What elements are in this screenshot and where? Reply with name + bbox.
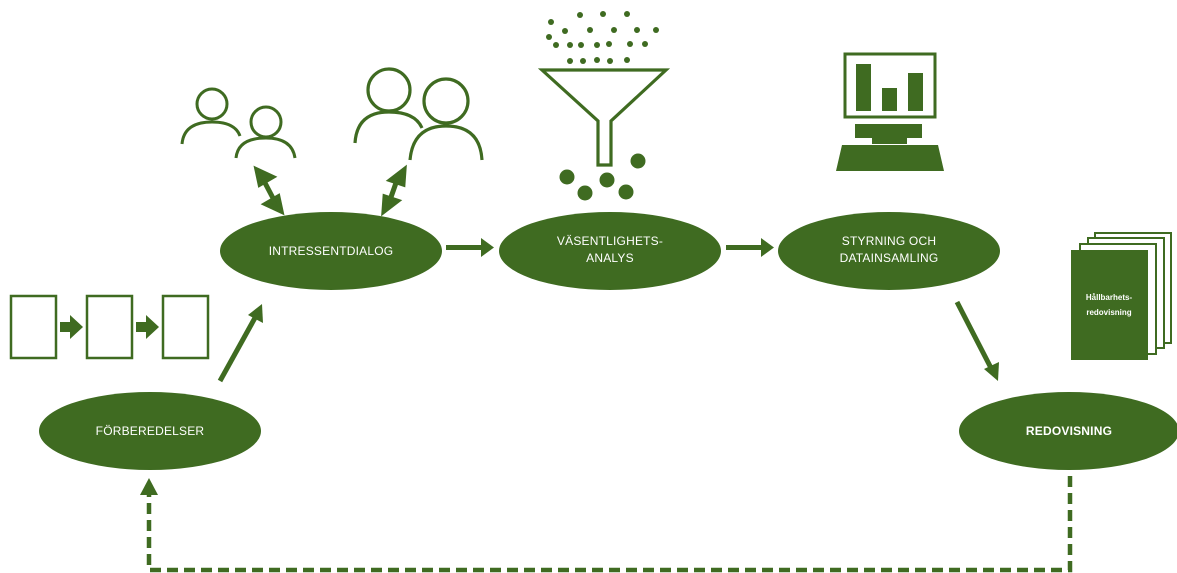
people-large-icon	[353, 67, 484, 161]
node-forberedelser: FÖRBEREDELSER	[39, 392, 261, 470]
computer-chart-icon	[836, 52, 944, 171]
node-vasentlighetsanalys: VÄSENTLIGHETS- ANALYS	[499, 212, 721, 290]
node-redovisning: REDOVISNING	[959, 392, 1177, 470]
funnel-icon	[537, 11, 671, 201]
node-label-styrning-line1: STYRNING OCH	[842, 234, 936, 248]
people-small-icon	[180, 87, 297, 159]
node-label-intressentdialog: INTRESSENTDIALOG	[269, 244, 394, 258]
process-steps-icon	[9, 294, 210, 360]
feedback-loop	[140, 476, 1073, 573]
report-title-line1: Hållbarhets-	[1086, 293, 1133, 302]
dialog-arrows	[253, 164, 407, 217]
flow-arrows	[217, 238, 999, 383]
node-label-vasentlighet-line1: VÄSENTLIGHETS-	[557, 234, 663, 248]
node-label-styrning-line2: DATAINSAMLING	[840, 251, 939, 265]
node-intressentdialog: INTRESSENTDIALOG	[220, 212, 442, 290]
node-label-forberedelser: FÖRBEREDELSER	[96, 424, 205, 438]
node-label-vasentlighet-line2: ANALYS	[586, 251, 634, 265]
node-label-redovisning: REDOVISNING	[1026, 424, 1112, 438]
report-title-line2: redovisning	[1086, 308, 1131, 317]
report-stack-icon: Hållbarhets- redovisning	[1071, 232, 1172, 360]
node-styrning: STYRNING OCH DATAINSAMLING	[778, 212, 1000, 290]
